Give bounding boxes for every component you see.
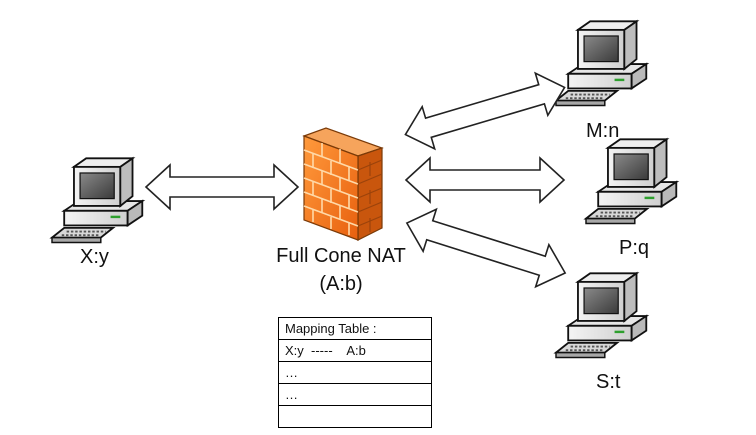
arrow-client-nat — [144, 163, 300, 211]
firewall-icon — [302, 127, 384, 241]
table-cell: X:y ----- A:b — [278, 339, 432, 362]
table-row — [278, 405, 432, 428]
table-cell: … — [278, 361, 432, 384]
table-row: X:y ----- A:b — [278, 339, 432, 362]
mapping-table: Mapping Table : X:y ----- A:b … … — [278, 317, 432, 428]
computer-icon-client — [51, 157, 144, 244]
computer-icon-host-s — [555, 272, 648, 359]
arrow-nat-host-m — [404, 71, 566, 151]
nat-name-label: Full Cone NAT — [276, 245, 406, 267]
arrow-nat-host-p — [404, 156, 566, 204]
table-cell — [278, 405, 432, 428]
nat-address-label: (A:b) — [319, 273, 363, 295]
host-p-label: P:q — [619, 237, 650, 259]
table-row: … — [278, 361, 432, 384]
table-row: … — [278, 383, 432, 406]
table-cell: … — [278, 383, 432, 406]
host-m-label: M:n — [586, 120, 620, 142]
arrow-nat-host-s — [405, 207, 567, 289]
computer-icon-host-m — [555, 20, 648, 107]
client-label: X:y — [80, 246, 109, 268]
table-title-cell: Mapping Table : — [278, 317, 432, 340]
table-row: Mapping Table : — [278, 317, 432, 340]
host-s-label: S:t — [596, 371, 621, 393]
computer-icon-host-p — [585, 138, 678, 225]
